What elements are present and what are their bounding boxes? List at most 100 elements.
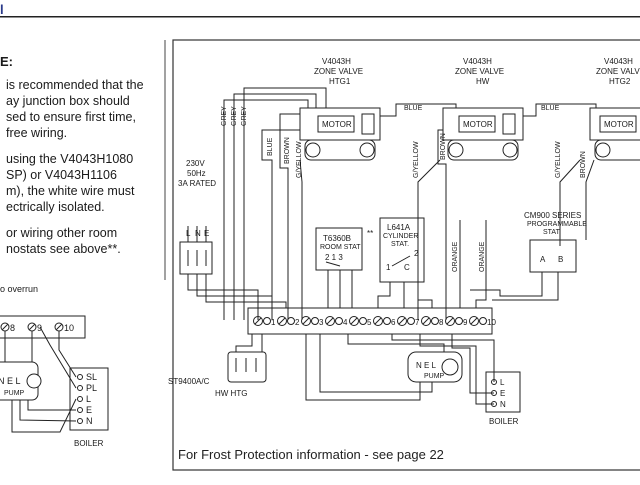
svg-text:HTG1: HTG1 [329,77,351,86]
svg-text:CYLINDER: CYLINDER [383,233,418,240]
svg-text:BLUE: BLUE [404,105,423,112]
cylinder-stat: ** L641A CYLINDER STAT. 1 C 2 [367,217,425,283]
svg-text:1: 1 [386,263,391,272]
valve-body [304,139,376,161]
header-mark: l [0,2,4,17]
zone-valve-htg2: V4043H ZONE VALVE HTG2 MOTOR [589,57,640,161]
svg-text:**: ** [367,229,373,238]
junction-terminal: 2 [277,316,300,327]
svg-text:N E L: N E L [416,361,437,370]
svg-text:3A RATED: 3A RATED [178,179,216,188]
svg-text:10: 10 [64,323,74,333]
junction-terminal-number: 8 [439,318,444,327]
svg-text:STAT.: STAT. [391,241,409,248]
svg-text:A: A [540,255,546,264]
main-diagram-border [172,39,640,471]
left-boiler-box [69,367,109,431]
svg-text:BROWN: BROWN [284,137,291,164]
svg-text:8: 8 [10,323,15,333]
note-line: sed to ensure first time, [6,110,136,124]
svg-text:L641A: L641A [387,223,411,232]
programmer: CM900 SERIES PROGRAMMABLE STAT. A B [524,211,587,273]
svg-text:N: N [195,229,201,238]
svg-text:MOTOR: MOTOR [322,120,352,129]
svg-text:G/YELLOW: G/YELLOW [413,141,420,178]
svg-text:V4043H: V4043H [322,57,351,66]
motor-box [458,115,496,133]
note-line: is recommended that the [6,78,144,92]
svg-text:MOTOR: MOTOR [463,120,493,129]
svg-text:L: L [500,378,505,387]
left-overrun-diagram: o overrun 8 9 10 N E L PUMP SL PL L E N … [0,284,109,448]
svg-text:ROOM STAT: ROOM STAT [320,244,361,251]
svg-text:N: N [500,400,506,409]
svg-text:ZONE VALVE: ZONE VALVE [314,67,363,76]
mains-supply: 230V 50Hz 3A RATED L N E [178,159,216,275]
svg-text:2 1 3: 2 1 3 [325,253,343,262]
left-pump-label: PUMP [4,390,25,397]
note-line: or wiring other room [6,226,117,240]
junction-terminal: 6 [373,316,396,327]
st9400-timer: ST9400A/C HW HTG [168,351,267,398]
junction-terminal: 9 [445,316,468,327]
note-block: E: is recommended that the ay junction b… [0,54,144,256]
junction-terminal: 4 [325,316,348,327]
svg-text:ORANGE: ORANGE [452,241,459,272]
junction-terminal-number: 1 [271,318,276,327]
fused-spur-box [179,241,213,275]
svg-text:SL: SL [86,372,97,382]
note-line: ay junction box should [6,94,130,108]
note-line: SP) or V4043H1106 [6,168,117,182]
left-boiler-label: BOILER [74,439,104,448]
svg-text:2: 2 [414,249,419,258]
svg-text:BLUE: BLUE [267,137,274,156]
boiler: L E N BOILER [485,371,521,426]
svg-text:HW HTG: HW HTG [215,389,247,398]
junction-terminal-number: 5 [367,318,372,327]
svg-text:E: E [86,405,92,415]
circulating-pump: N E L PUMP [407,351,463,383]
svg-text:G/YELLOW: G/YELLOW [555,141,562,178]
motor-box [317,115,355,133]
motor-box [599,115,637,133]
junction-terminal: 7 [397,316,420,327]
junction-terminal: 5 [349,316,372,327]
svg-text:BOILER: BOILER [489,417,519,426]
left-caption: o overrun [0,284,38,294]
svg-text:N: N [86,416,93,426]
junction-terminal-number: 6 [391,318,396,327]
junction-terminal: 3 [301,316,324,327]
svg-text:T6360B: T6360B [323,234,351,243]
junction-terminal: 10 [469,316,496,327]
junction-terminal-number: 4 [343,318,348,327]
svg-text:BROWN: BROWN [440,133,447,160]
svg-text:PL: PL [86,383,97,393]
junction-terminal-number: 9 [463,318,468,327]
svg-text:HTG2: HTG2 [609,77,631,86]
svg-text:CM900 SERIES: CM900 SERIES [524,211,581,220]
svg-text:E: E [500,389,505,398]
junction-terminal-number: 2 [295,318,300,327]
svg-text:9: 9 [37,323,42,333]
valve-body [447,139,519,161]
svg-text:MOTOR: MOTOR [604,120,634,129]
junction-terminal: 1 [253,316,276,327]
svg-text:ORANGE: ORANGE [479,241,486,272]
junction-terminal-number: 10 [487,318,496,327]
svg-text:V4043H: V4043H [604,57,633,66]
room-stat: T6360B ROOM STAT 2 1 3 [315,227,363,271]
svg-text:ZONE VALVE: ZONE VALVE [455,67,504,76]
note-line: m), the white wire must [6,184,135,198]
svg-text:50Hz: 50Hz [187,169,206,178]
left-pump-letters: N E L [0,376,21,386]
svg-text:BROWN: BROWN [580,151,587,178]
note-line: free wiring. [6,126,67,140]
svg-text:E: E [204,229,209,238]
svg-text:BLUE: BLUE [541,105,560,112]
frost-protection-note: For Frost Protection information - see p… [178,447,444,462]
svg-text:V4043H: V4043H [463,57,492,66]
svg-text:ZONE VALVE: ZONE VALVE [596,67,640,76]
